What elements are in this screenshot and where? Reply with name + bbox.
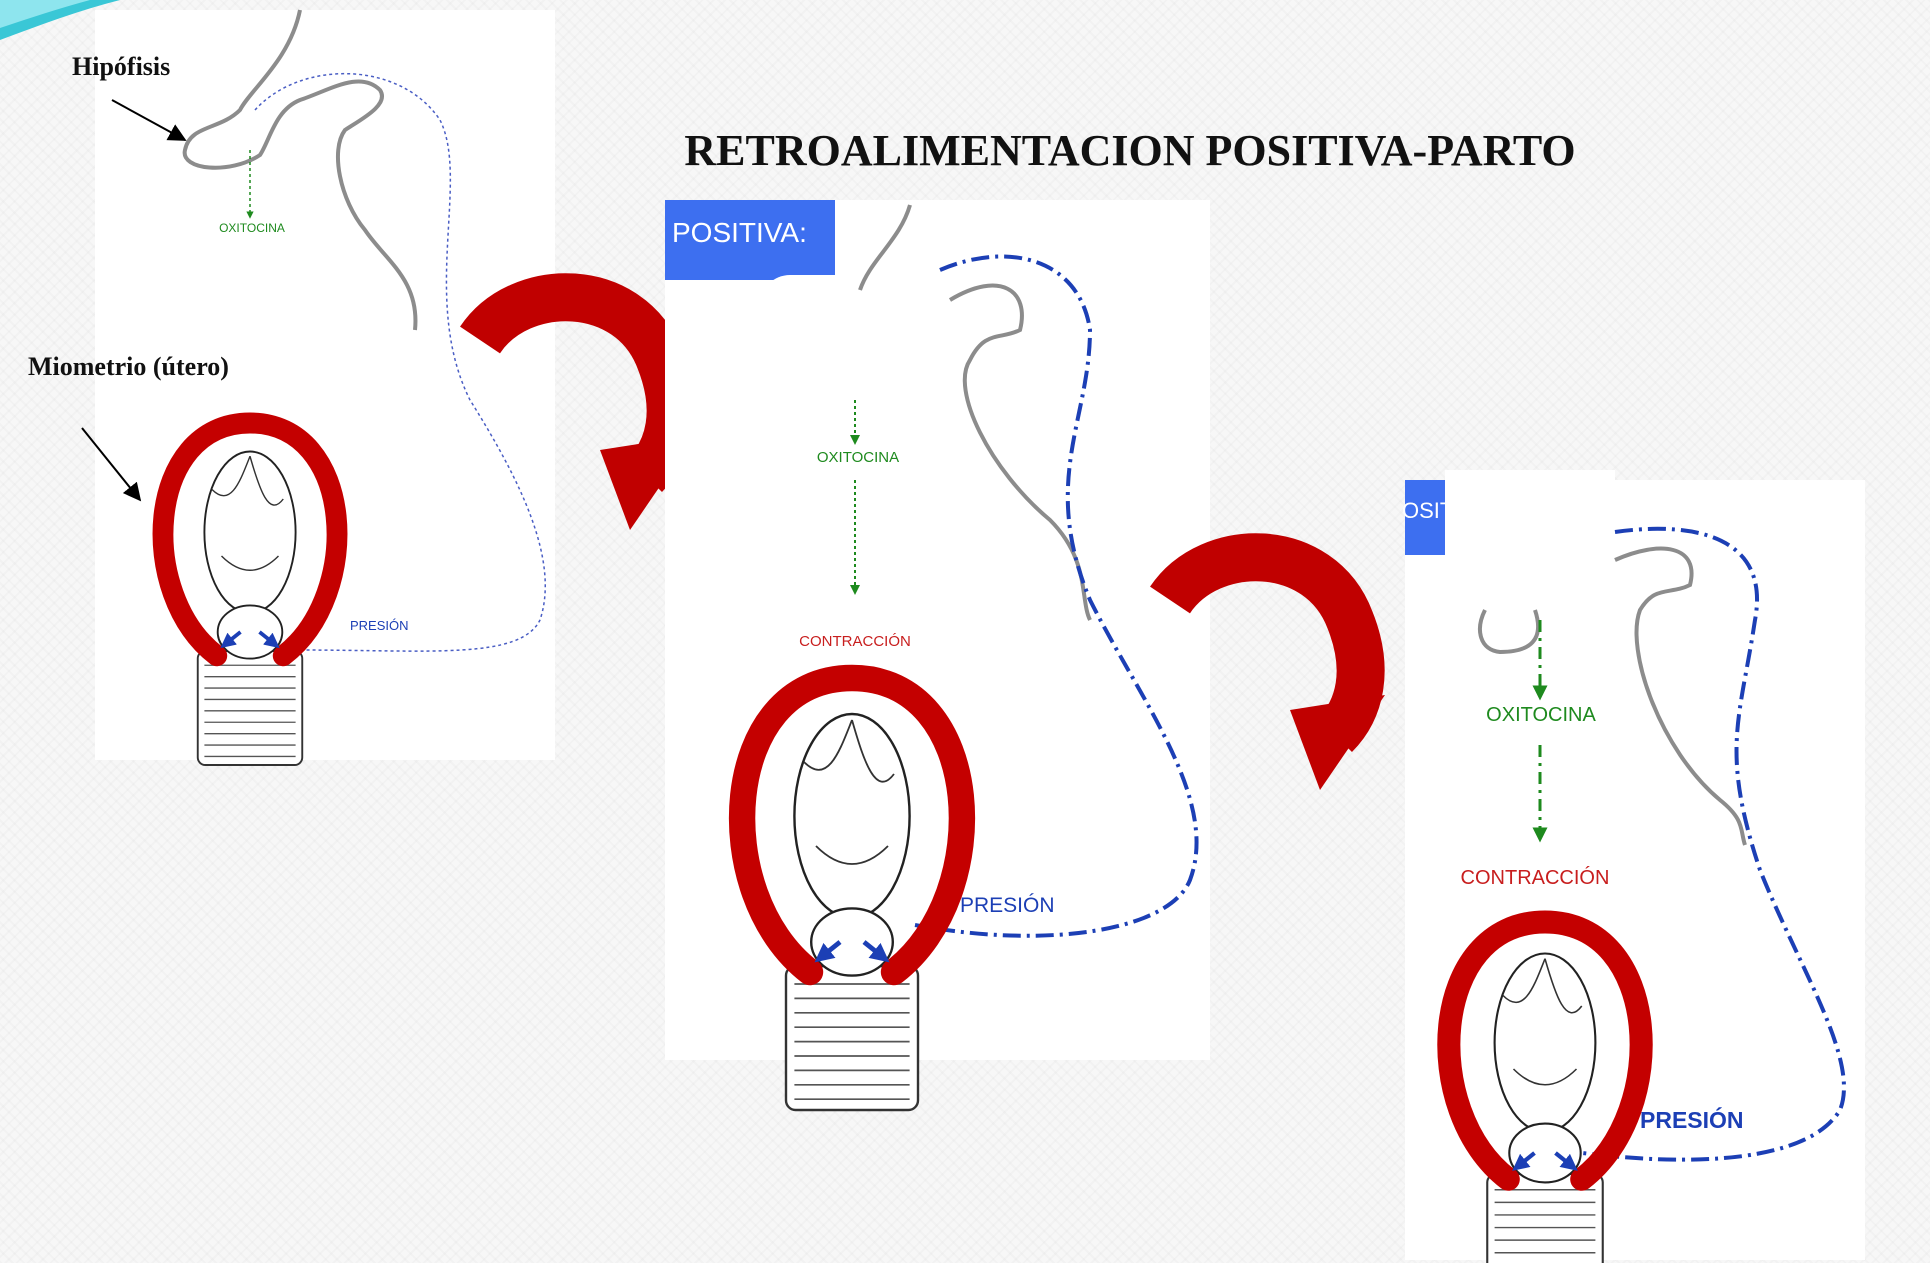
miometrio-label: Miometrio (útero) <box>28 352 229 381</box>
panel-3-pituitary-outline <box>1478 609 1541 655</box>
panel-3-contraction-label: CONTRACCIÓN <box>1461 866 1610 889</box>
panel-3-tab <box>1405 480 1445 558</box>
panel-2-tab-label: POSITIVA: <box>672 217 807 248</box>
panel-2-tab <box>665 200 835 280</box>
panel-3-tab-mask <box>1445 470 1615 548</box>
panel-3-brain-outline <box>1614 546 1747 846</box>
panel-2-pressure-line <box>914 254 1199 938</box>
hipofisis-pointer-arrow-icon <box>111 99 187 141</box>
panel-3-background <box>1405 480 1865 1260</box>
panel-1-pressure-line <box>254 73 547 652</box>
panel-1-background <box>95 10 555 760</box>
panel-2-oxytocin-label: OXITOCINA <box>817 449 899 466</box>
panel-2-mask <box>760 275 960 435</box>
panel-3-mask <box>1405 555 1615 595</box>
panel-3-pressure-line <box>1559 526 1846 1162</box>
panel-3-oxytocin-label: OXITOCINA <box>1486 704 1596 726</box>
slide-title: RETROALIMENTACION POSITIVA-PARTO <box>684 126 1575 175</box>
panel-3-tab-label: OSIT <box>1402 498 1453 523</box>
panel-1-oxytocin-label: OXITOCINA <box>219 221 285 235</box>
panel-3-pressure-label: PRESIÓN <box>1640 1106 1744 1133</box>
panel-1-brain-outline <box>182 9 418 331</box>
panel-2-pressure-label: PRESIÓN <box>960 894 1055 917</box>
panel-3: OSIT OXITOCINA CONTRACCIÓN PRESIÓN <box>1402 470 1865 1263</box>
miometrio-pointer-arrow-icon <box>81 427 142 502</box>
panel-2: POSITIVA: OXITOCINA CONTRACCIÓN PRESIÓN <box>665 200 1210 1110</box>
panel-1-pressure-label: PRESIÓN <box>350 618 409 633</box>
panel-2-contraction-label: CONTRACCIÓN <box>799 633 911 650</box>
panel-1: OXITOCINA PRESIÓN <box>95 9 555 765</box>
corner-decoration-light <box>0 0 90 28</box>
hipofisis-label: Hipófisis <box>72 52 170 81</box>
